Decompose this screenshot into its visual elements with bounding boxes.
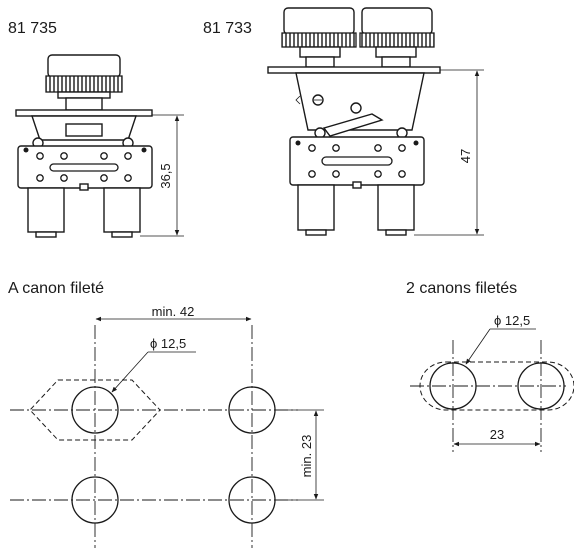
single-thread-hole-layout [10, 316, 324, 548]
title-single-thread: A canon fileté [8, 280, 104, 297]
device-81735-drawing [15, 54, 184, 238]
dim-horizontal-spacing: min. 42 [152, 304, 195, 319]
dim-diameter-double: ϕ 12,5 [494, 313, 530, 328]
dim-center-distance: 23 [490, 427, 504, 442]
double-thread-hole-layout [410, 328, 574, 452]
title-double-thread: 2 canons filetés [406, 280, 517, 297]
ref-left-label: 81 735 [8, 20, 57, 37]
ref-right-label: 81 733 [203, 20, 252, 37]
height-right-label: 47 [458, 149, 473, 163]
dim-diameter-single: ϕ 12,5 [150, 336, 186, 351]
height-left-label: 36,5 [158, 163, 173, 188]
device-81733-drawing [267, 7, 484, 236]
dim-vertical-spacing: min. 23 [299, 435, 314, 478]
